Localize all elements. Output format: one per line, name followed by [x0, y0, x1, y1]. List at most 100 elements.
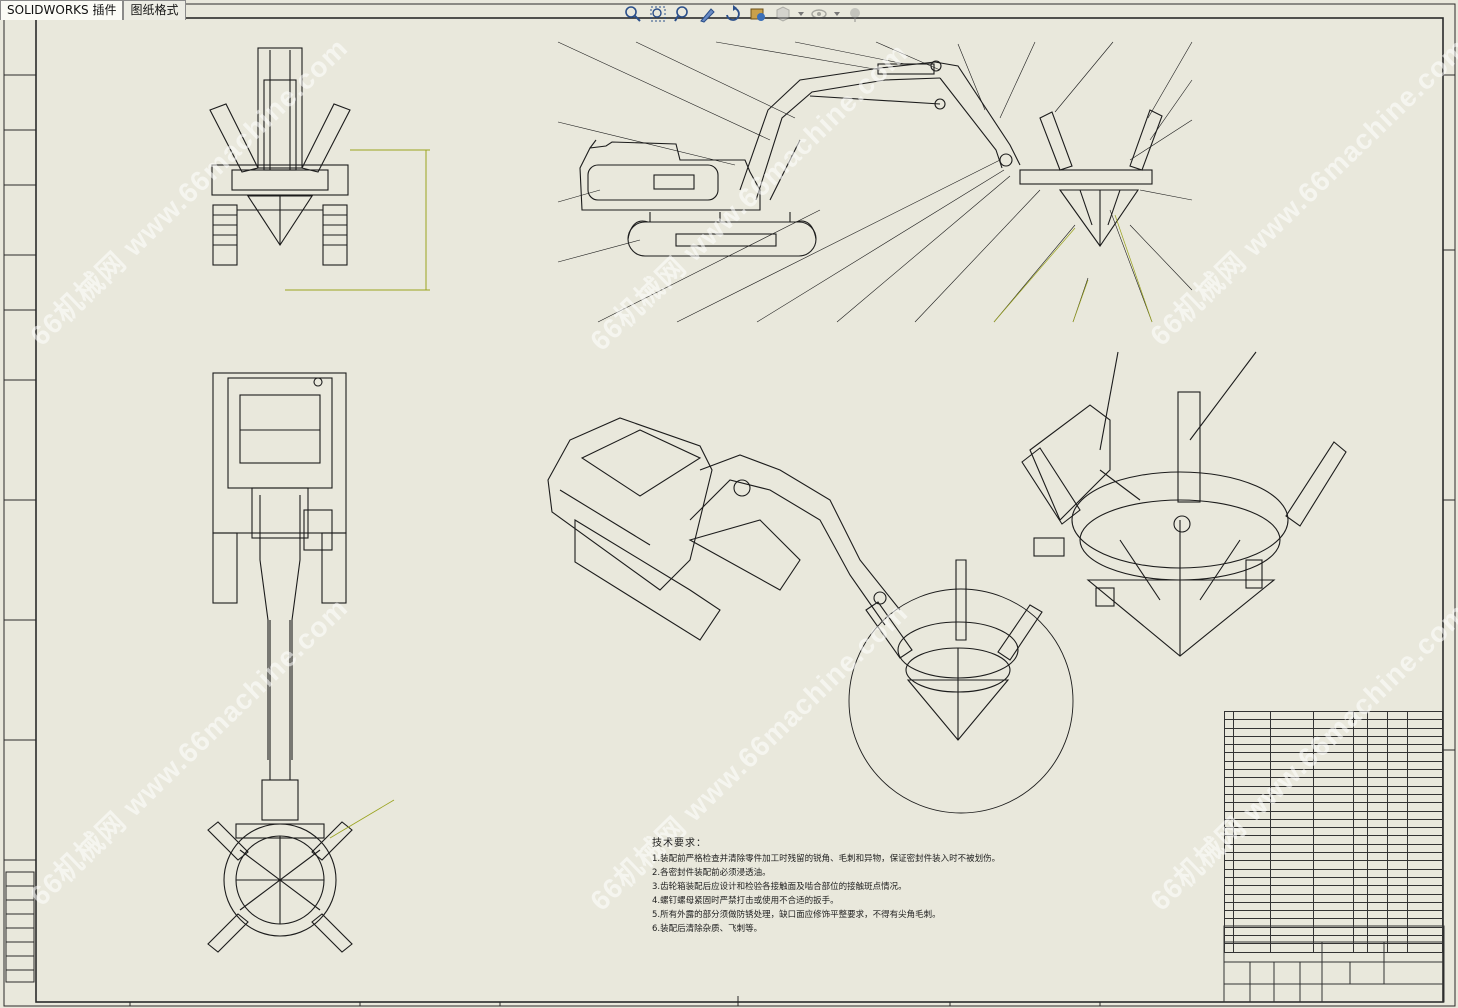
table-cell — [1407, 802, 1443, 812]
table-row — [1224, 901, 1443, 912]
table-cell — [1224, 893, 1234, 903]
table-cell — [1270, 727, 1315, 737]
table-cell — [1232, 835, 1272, 845]
table-cell — [1387, 827, 1409, 837]
table-cell — [1367, 835, 1389, 845]
table-row — [1224, 910, 1443, 920]
sketch-tool-icon[interactable] — [697, 3, 719, 25]
table-cell — [1367, 793, 1389, 804]
table-cell — [1313, 893, 1354, 903]
table-cell — [1270, 802, 1315, 812]
chevron-down-icon[interactable] — [833, 3, 841, 25]
table-cell — [1232, 910, 1272, 920]
table-cell — [1407, 752, 1443, 762]
table-row — [1224, 918, 1443, 928]
rotate-icon[interactable] — [722, 3, 744, 25]
tab-sheet-format[interactable]: 图纸格式 — [123, 0, 186, 20]
table-cell — [1224, 744, 1234, 754]
table-cell — [1313, 827, 1354, 837]
table-cell — [1367, 802, 1389, 812]
table-cell — [1270, 943, 1315, 953]
hide-show-icon[interactable] — [808, 3, 830, 25]
table-cell — [1367, 719, 1389, 729]
table-cell — [1352, 735, 1369, 746]
table-cell — [1232, 868, 1272, 878]
zoom-to-area-icon[interactable] — [647, 3, 669, 25]
table-cell — [1232, 760, 1272, 771]
table-cell — [1387, 760, 1409, 771]
table-cell — [1367, 777, 1389, 787]
table-cell — [1224, 918, 1234, 928]
table-cell — [1387, 860, 1409, 870]
table-cell — [1387, 802, 1409, 812]
table-cell — [1270, 926, 1315, 937]
table-cell — [1387, 785, 1409, 795]
table-cell — [1270, 910, 1315, 920]
table-cell — [1352, 910, 1369, 920]
table-cell — [1367, 860, 1389, 870]
table-cell — [1352, 827, 1369, 837]
table-cell — [1407, 934, 1443, 945]
technical-requirements-heading: 技术要求： — [652, 838, 707, 849]
table-cell — [1352, 885, 1369, 895]
table-cell — [1367, 810, 1389, 820]
table-cell — [1387, 876, 1409, 887]
table-cell — [1367, 744, 1389, 754]
table-cell — [1367, 827, 1389, 837]
table-cell — [1407, 860, 1443, 870]
table-cell — [1367, 818, 1389, 829]
table-cell — [1352, 943, 1369, 953]
table-cell — [1224, 885, 1234, 895]
table-row — [1224, 785, 1443, 795]
table-cell — [1270, 719, 1315, 729]
table-cell — [1387, 727, 1409, 737]
table-cell — [1352, 860, 1369, 870]
detail-view — [1021, 351, 1347, 657]
requirement-line: 4.螺钉螺母紧固时严禁打击或使用不合适的扳手。 — [652, 896, 839, 906]
table-cell — [1367, 910, 1389, 920]
table-cell — [1407, 760, 1443, 771]
table-cell — [1352, 926, 1369, 937]
section-view-icon[interactable] — [747, 3, 769, 25]
zoom-previous-icon[interactable] — [672, 3, 694, 25]
table-cell — [1407, 852, 1443, 862]
table-cell — [1313, 934, 1354, 945]
table-row — [1224, 876, 1443, 887]
table-cell — [1270, 918, 1315, 928]
table-row — [1224, 735, 1443, 746]
table-row — [1224, 852, 1443, 862]
table-cell — [1232, 893, 1272, 903]
table-cell — [1407, 735, 1443, 746]
side-view — [579, 60, 1163, 257]
table-cell — [1352, 893, 1369, 903]
table-cell — [1313, 769, 1354, 779]
table-cell — [1313, 752, 1354, 762]
table-cell — [1270, 893, 1315, 903]
table-row — [1224, 926, 1443, 937]
table-cell — [1232, 876, 1272, 887]
table-cell — [1387, 818, 1409, 829]
isometric-view — [547, 417, 1074, 814]
display-style-icon[interactable] — [772, 3, 794, 25]
table-row — [1224, 760, 1443, 771]
table-cell — [1232, 843, 1272, 854]
table-cell — [1352, 727, 1369, 737]
table-cell — [1313, 710, 1354, 721]
table-cell — [1387, 710, 1409, 721]
table-cell — [1407, 810, 1443, 820]
table-cell — [1270, 934, 1315, 945]
appearance-icon[interactable] — [844, 3, 866, 25]
table-cell — [1224, 760, 1234, 771]
tab-solidworks-addins[interactable]: SOLIDWORKS 插件 — [0, 0, 124, 20]
chevron-down-icon[interactable] — [797, 3, 805, 25]
table-cell — [1407, 918, 1443, 928]
table-cell — [1407, 943, 1443, 953]
heads-up-view-toolbar — [622, 2, 866, 26]
table-cell — [1313, 735, 1354, 746]
table-cell — [1367, 760, 1389, 771]
zoom-to-fit-icon[interactable] — [622, 3, 644, 25]
table-cell — [1232, 802, 1272, 812]
table-cell — [1224, 868, 1234, 878]
table-row — [1224, 893, 1443, 903]
